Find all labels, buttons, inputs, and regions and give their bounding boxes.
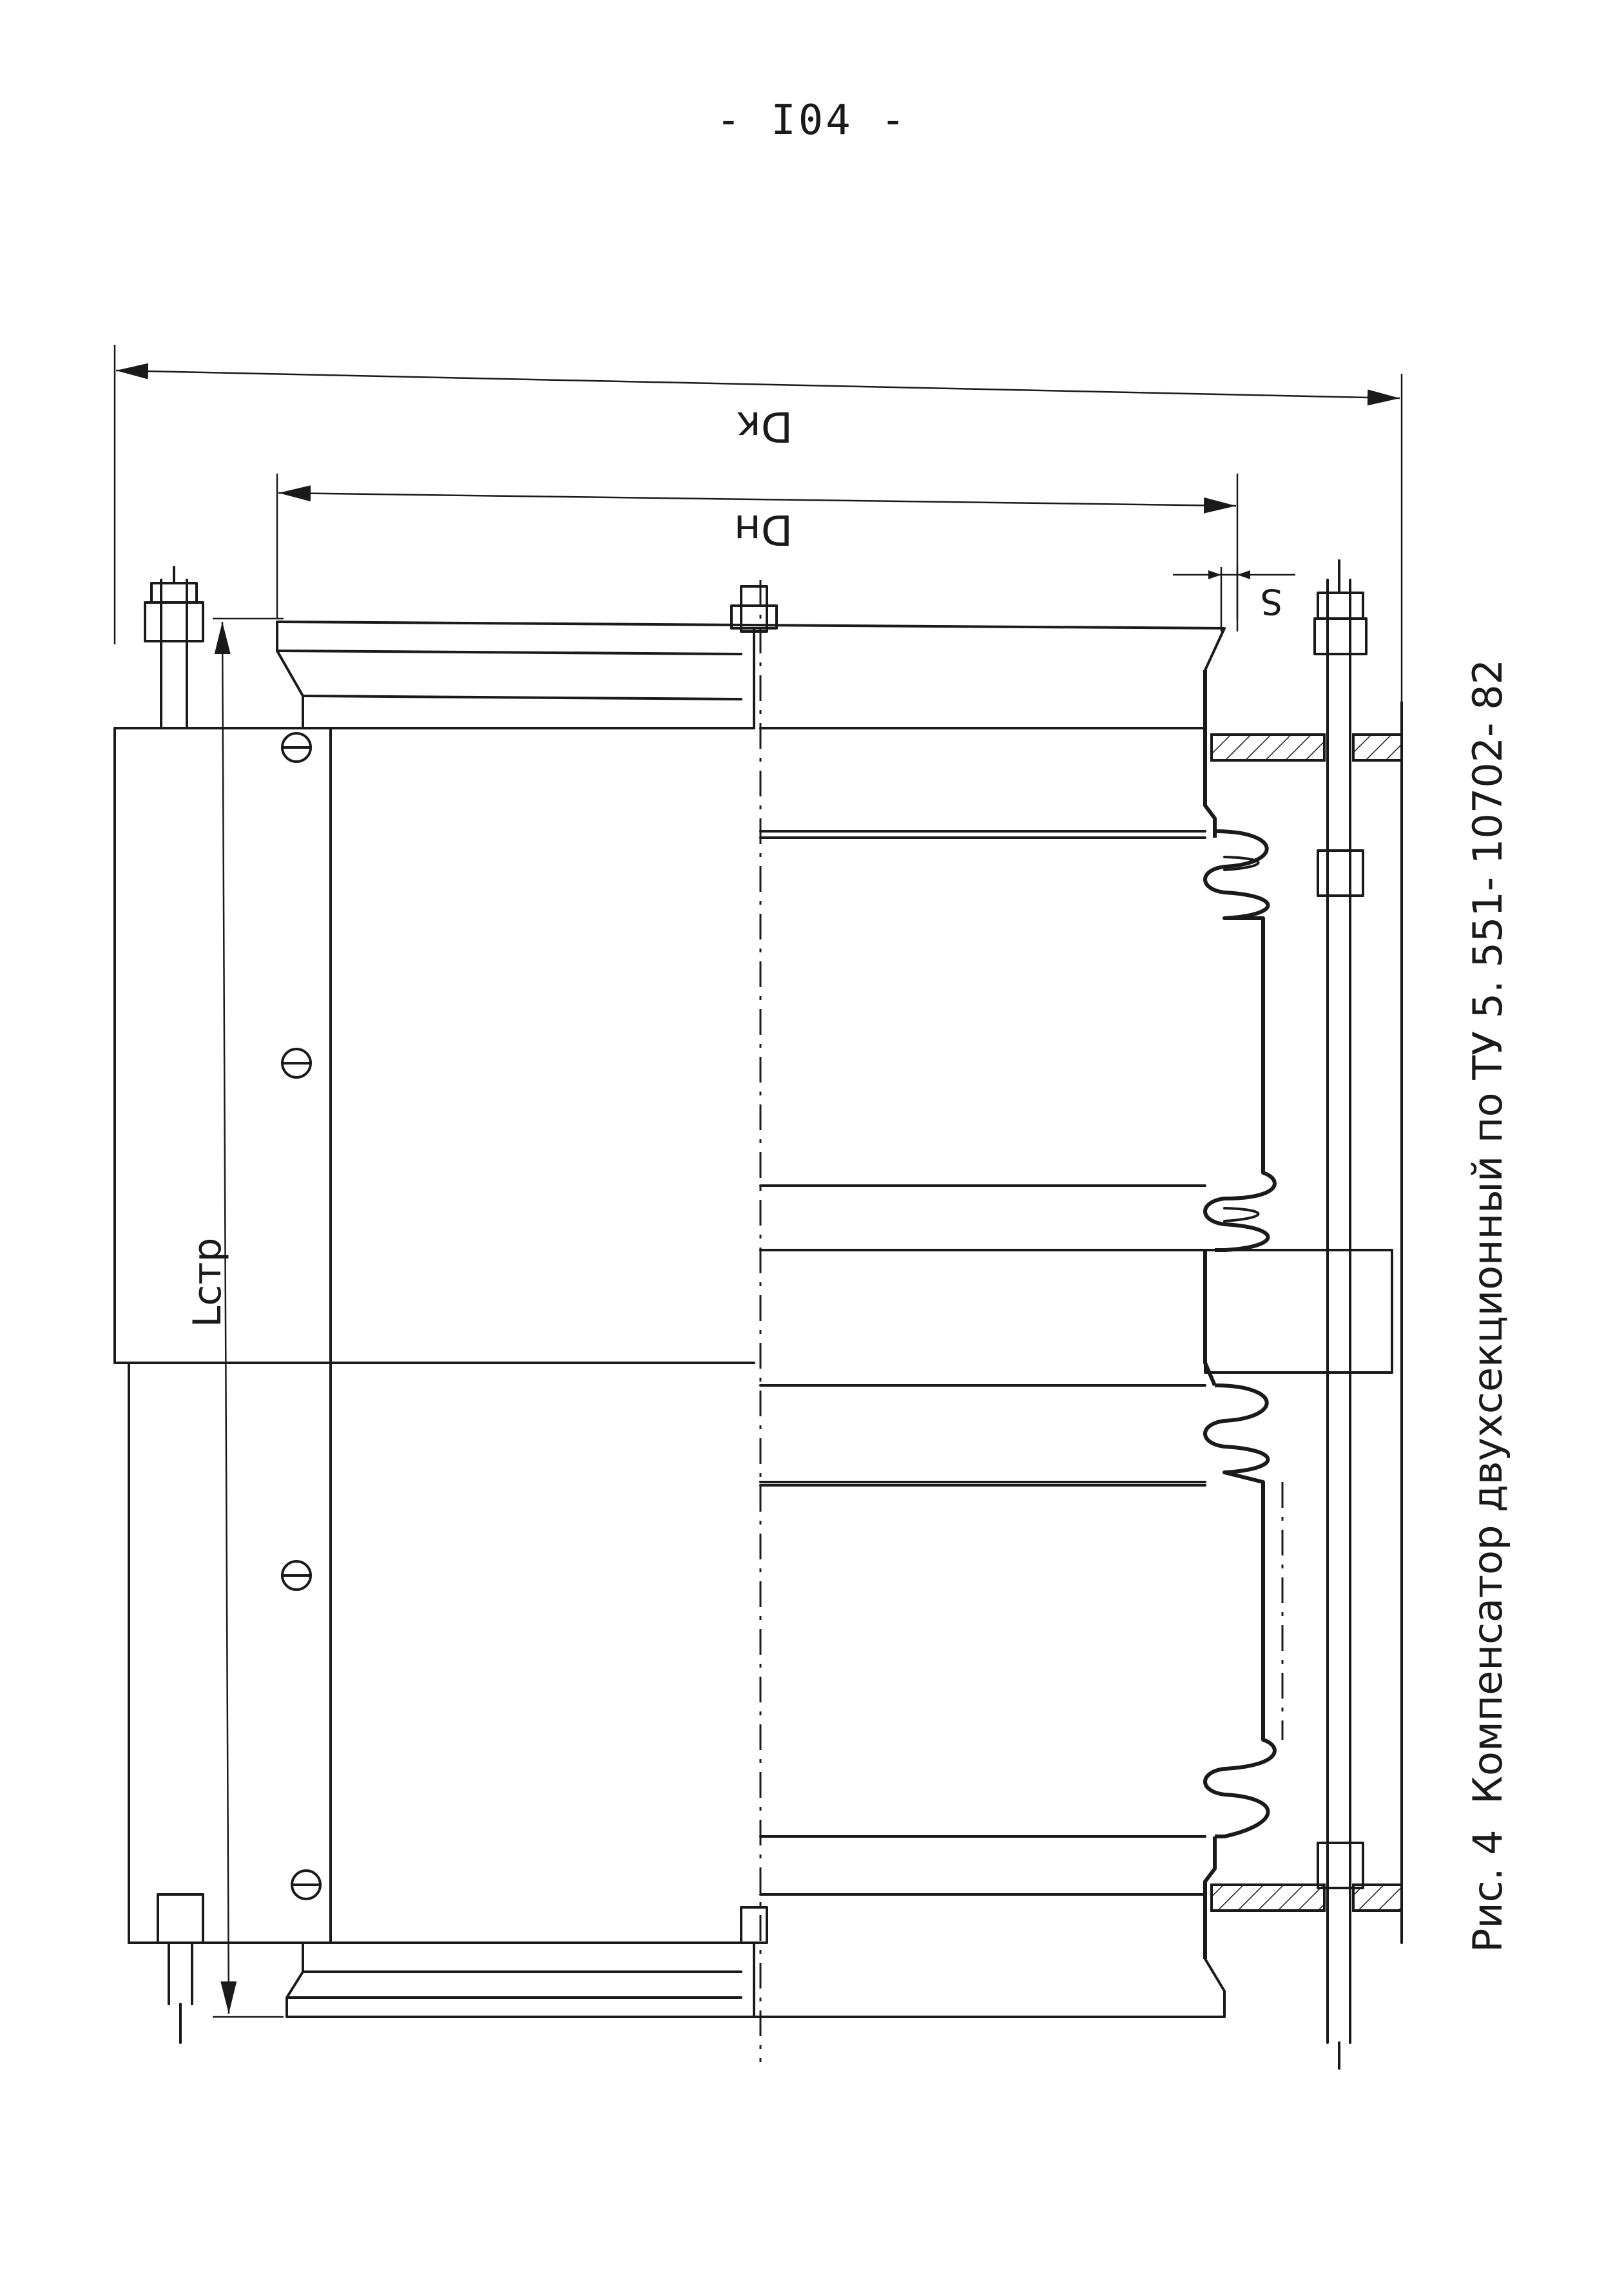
- page-number: - I04 -: [716, 97, 908, 144]
- hatched-flanges: [1204, 733, 1403, 1912]
- dim-dn: Dн: [276, 474, 1239, 619]
- right-tie-rod: [1313, 559, 1368, 2070]
- dim-dk: Dк: [113, 345, 1403, 702]
- left-tie-rods: [144, 566, 204, 2044]
- dim-s-label: S: [1261, 581, 1282, 622]
- outer-casing: [113, 727, 755, 1944]
- pipe-end-top: [276, 621, 1226, 729]
- bellows-upper: [1203, 829, 1277, 1252]
- caption-fig-no: Рис. 4: [1464, 1829, 1511, 1952]
- dim-s: S: [1173, 567, 1295, 631]
- bellows-lower: [1203, 1383, 1284, 1838]
- dim-dn-label: Dн: [734, 505, 793, 553]
- dim-lstr: Lстр: [185, 617, 284, 2018]
- section-shell: [759, 670, 1217, 1959]
- casing-bolt-icon: [281, 732, 322, 1900]
- dim-dk-label: Dк: [736, 402, 793, 450]
- pipe-end-bottom: [285, 1941, 1226, 2018]
- figure-caption: Рис. 4 Компенсатор двухсекционный по ТУ …: [1464, 659, 1511, 1952]
- dim-lstr-label: Lстр: [185, 1238, 230, 1327]
- mid-bolts: [730, 585, 778, 1944]
- caption-text: Компенсатор двухсекционный по ТУ 5. 551-…: [1464, 659, 1511, 1804]
